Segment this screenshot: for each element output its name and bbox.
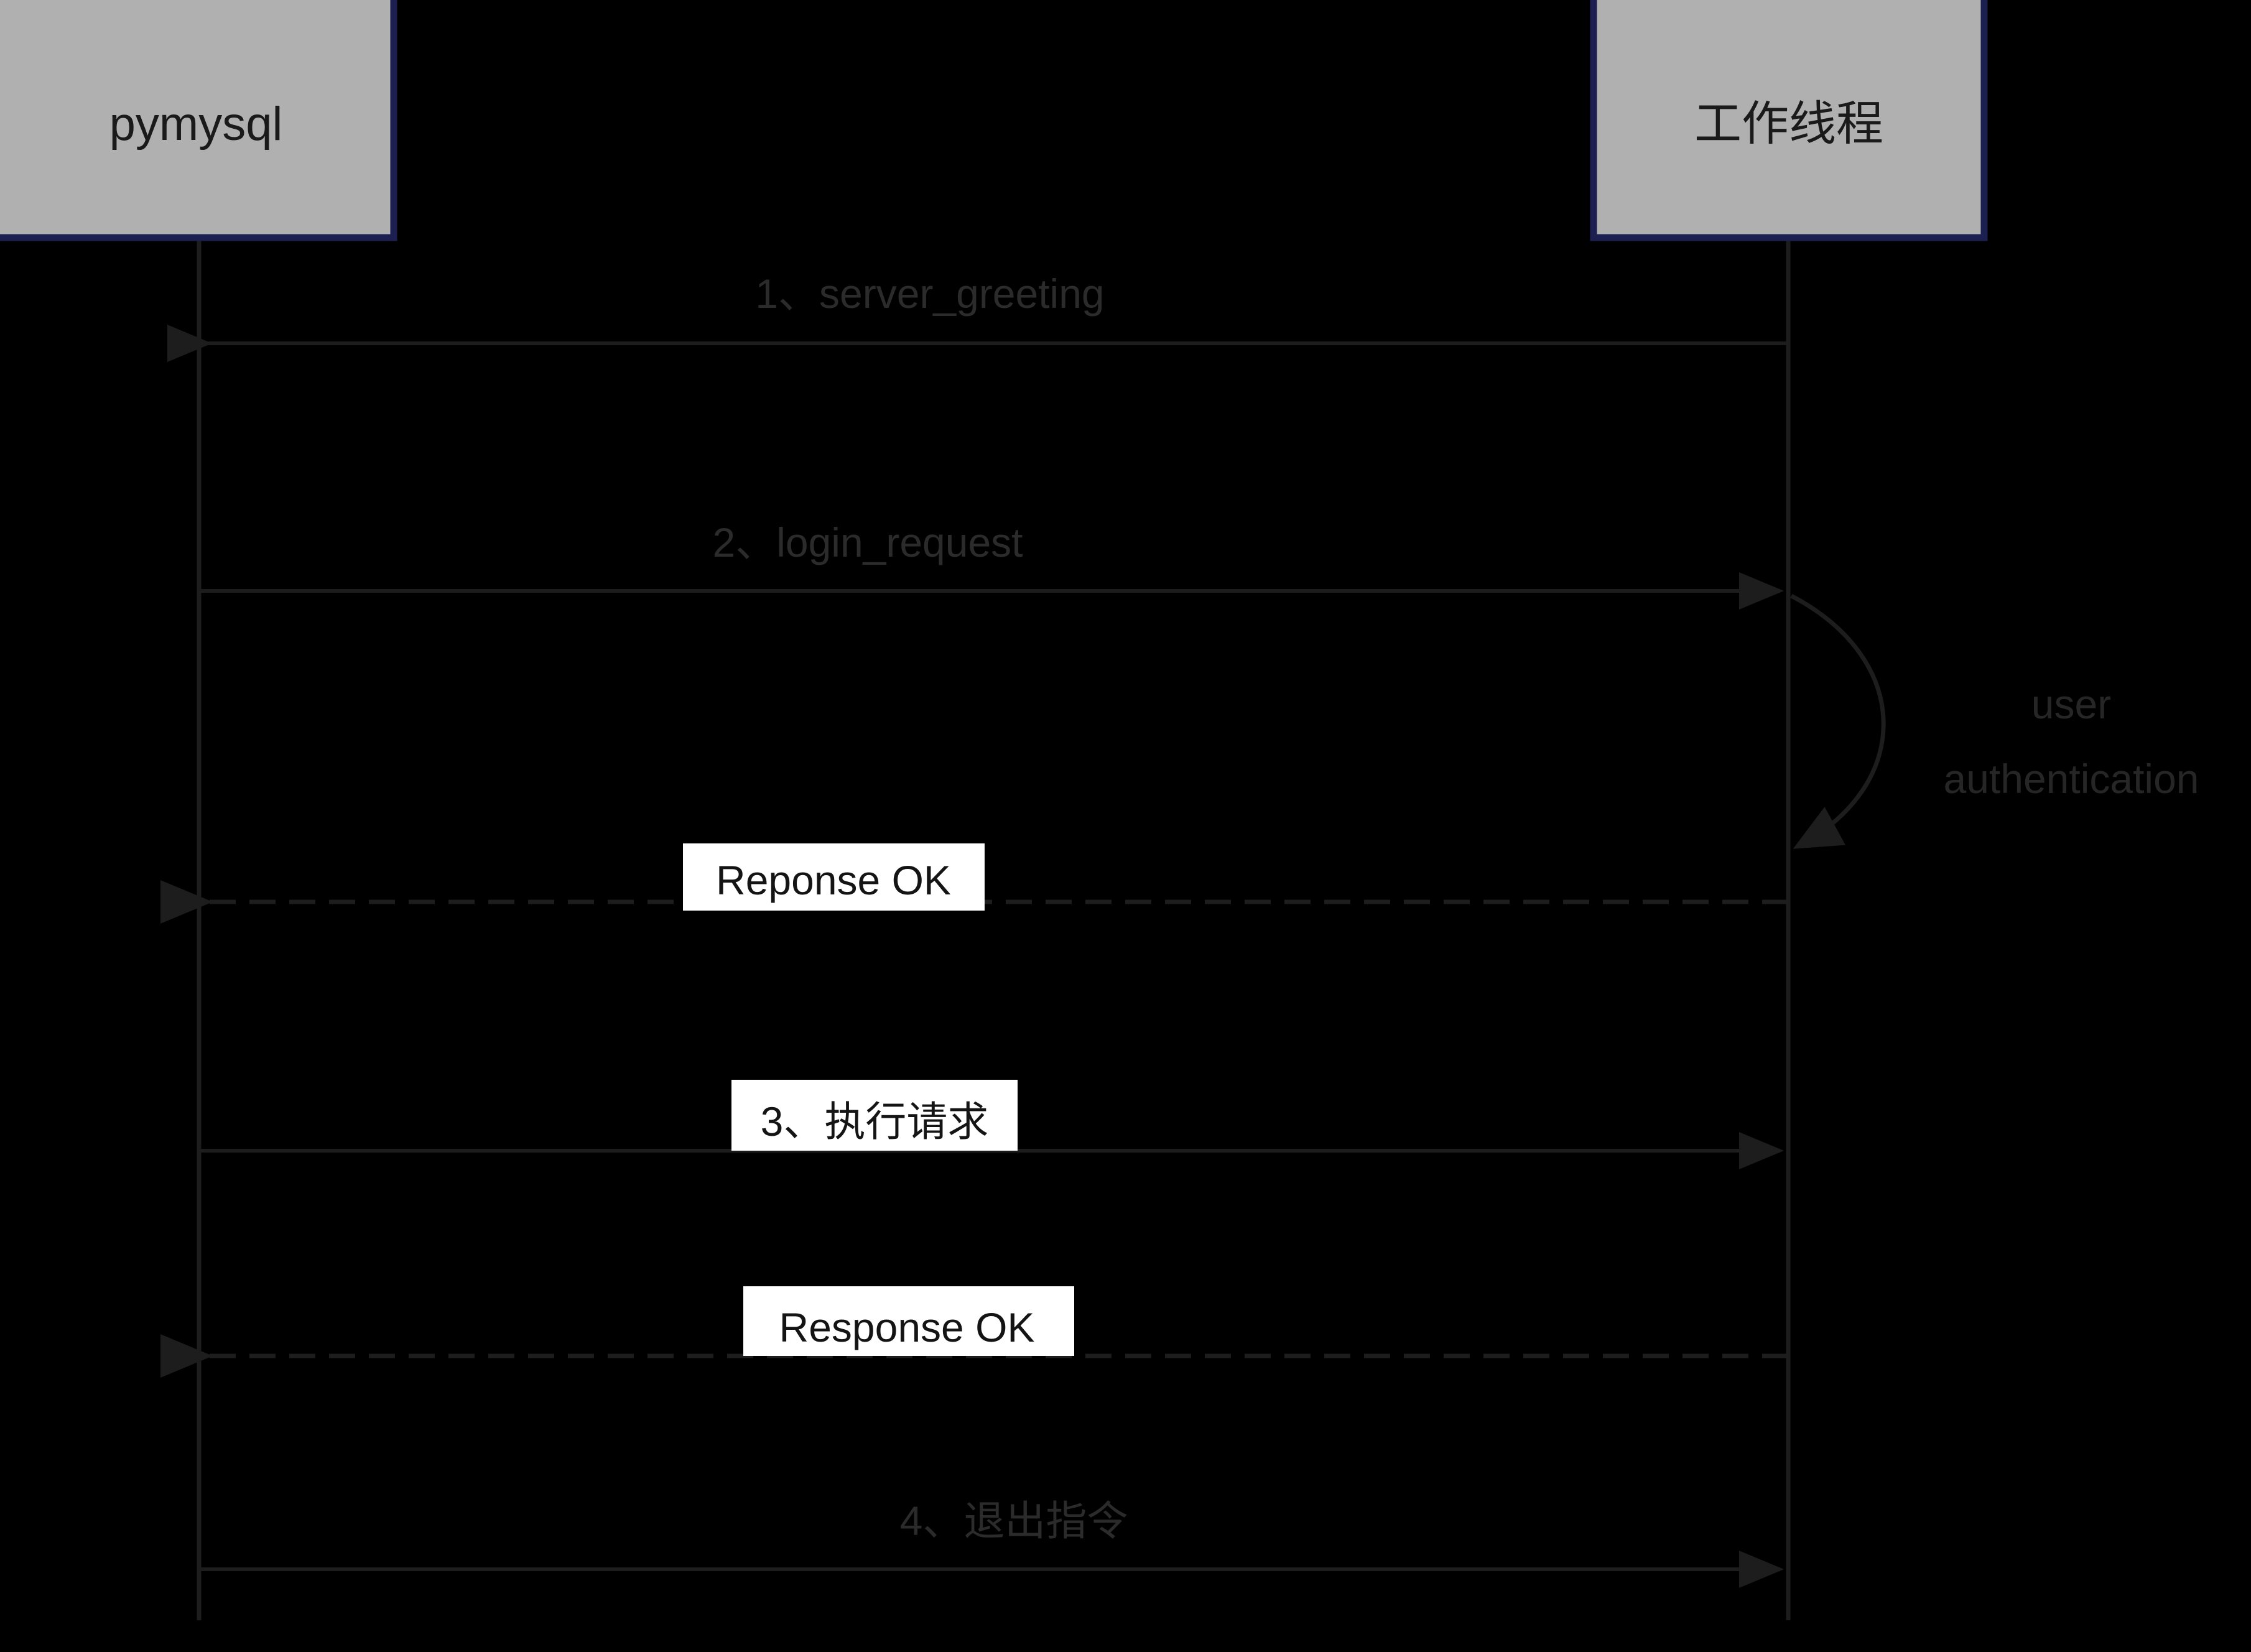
message-execute-request[interactable]: 3、执行请求 <box>199 1080 1784 1169</box>
message-label-highlight-reponse-ok <box>683 843 985 911</box>
participant-label-pymysql: pymysql <box>109 98 283 151</box>
self-message-arc <box>1790 593 1886 849</box>
message-server-greeting[interactable]: 1、server_greeting <box>167 271 1788 362</box>
message-quit-command[interactable]: 4、退出指令 <box>199 1498 1784 1588</box>
participant-box-worker-thread <box>1590 0 1988 241</box>
message-label-server-greeting: 1、server_greeting <box>755 271 1104 317</box>
message-label-quit-command: 4、退出指令 <box>900 1498 1128 1544</box>
message-label-highlight-execute-request <box>731 1080 1018 1151</box>
message-label-reponse-ok: Reponse OK <box>716 857 951 903</box>
participant-label-worker-thread: 工作线程 <box>1694 98 1883 151</box>
self-message-label-line2: authentication <box>1944 756 2199 802</box>
self-message-user-authentication[interactable]: user authentication <box>1790 593 2199 849</box>
message-login-request[interactable]: 2、login_request <box>199 519 1784 610</box>
participant-box-pymysql <box>0 0 397 241</box>
message-response-ok[interactable]: Response OK <box>160 1286 1788 1378</box>
message-label-login-request: 2、login_request <box>713 519 1023 565</box>
participant-worker-thread[interactable]: 工作线程 <box>1590 0 1988 241</box>
message-label-response-ok: Response OK <box>779 1304 1035 1350</box>
participant-pymysql[interactable]: pymysql <box>0 0 397 241</box>
self-message-label-line1: user <box>2031 681 2111 727</box>
message-label-highlight-response-ok <box>743 1286 1074 1356</box>
message-label-execute-request: 3、执行请求 <box>761 1098 989 1144</box>
message-reponse-ok[interactable]: Reponse OK <box>160 843 1788 924</box>
